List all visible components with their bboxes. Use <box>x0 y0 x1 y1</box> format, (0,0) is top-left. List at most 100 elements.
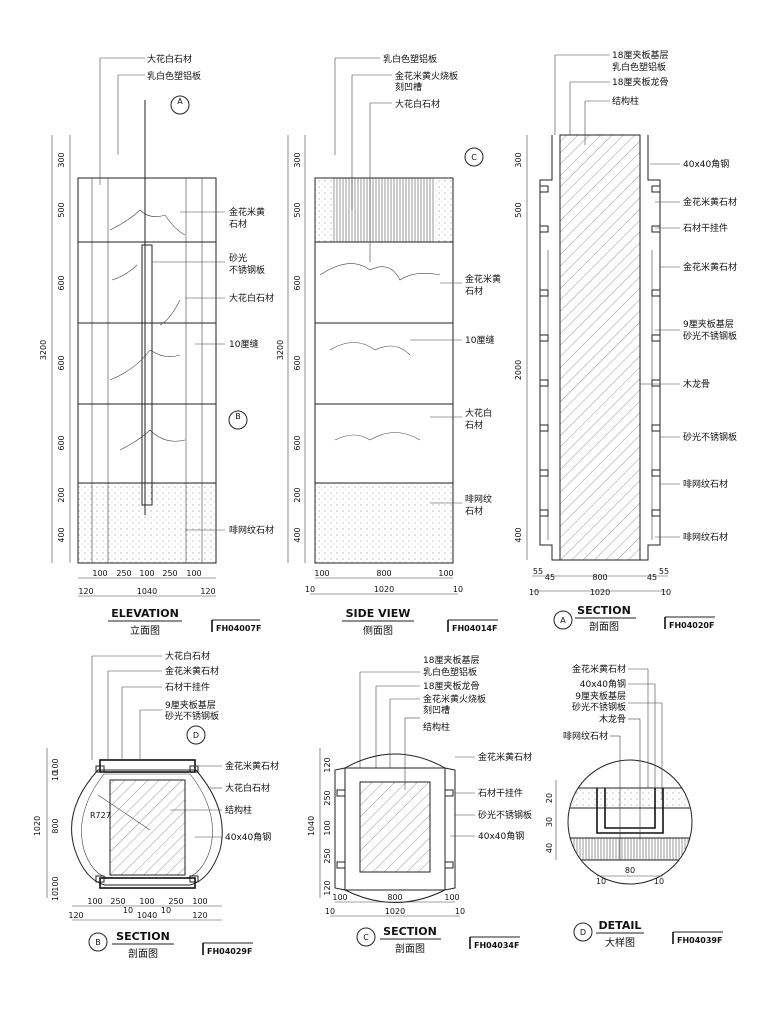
svg-text:1040: 1040 <box>137 911 157 920</box>
elev-label-2: 乳白色塑铝板 <box>147 70 201 82</box>
svg-text:55: 55 <box>659 567 669 576</box>
elev-label-6: 不锈钢板 <box>229 264 265 276</box>
secB-marker: B <box>88 932 108 952</box>
detD-title: DETAIL <box>599 919 642 932</box>
secC-label-6: 结构柱 <box>423 721 450 733</box>
side-label-6: 石材 <box>465 285 483 297</box>
secA-label-5: 40x40角钢 <box>683 158 729 170</box>
detD-hdims: 10 80 10 <box>596 866 664 886</box>
secA-label-8: 金花米黄石材 <box>683 261 737 273</box>
secB-label-9: 40x40角钢 <box>225 831 271 843</box>
svg-text:1040: 1040 <box>307 816 316 836</box>
side-label-7: 10厘缝 <box>465 334 494 346</box>
svg-text:100: 100 <box>444 893 459 902</box>
svg-text:250: 250 <box>168 897 183 906</box>
svg-text:500: 500 <box>514 202 523 217</box>
section-b: R727 D 大花白石材 金花米黄石材 石材干挂件 9厘夹板基层 砂光不锈钢板 … <box>33 650 279 960</box>
svg-text:20: 20 <box>545 793 554 803</box>
svg-text:10: 10 <box>123 906 133 915</box>
svg-text:120: 120 <box>323 757 332 772</box>
side-label-8: 大花白 <box>465 407 492 419</box>
svg-text:800: 800 <box>51 818 60 833</box>
secB-hdims: 100 250 100 250 100 120 1040 120 10 10 <box>68 897 207 920</box>
svg-text:600: 600 <box>57 355 66 370</box>
secA-title: SECTION <box>577 604 631 617</box>
svg-text:100: 100 <box>51 876 60 891</box>
svg-text:1020: 1020 <box>590 588 610 597</box>
svg-text:500: 500 <box>293 202 302 217</box>
secB-code: FH04029F <box>207 947 252 956</box>
side-vdims: 300 500 600 600 600 200 400 3200 <box>276 152 302 542</box>
elev-label-5: 砂光 <box>229 252 247 264</box>
svg-text:D: D <box>193 731 199 740</box>
detail-d: 金花米黄石材 40x40角钢 9厘夹板基层 砂光不锈钢板 木龙骨 啡网纹石材 2… <box>545 663 723 949</box>
side-label-1: 乳白色塑铝板 <box>383 53 437 65</box>
svg-text:400: 400 <box>514 527 523 542</box>
secC-marker: C <box>356 927 376 947</box>
detD-label-5: 木龙骨 <box>599 713 626 725</box>
secA-label-11: 木龙骨 <box>683 378 710 390</box>
svg-text:3200: 3200 <box>39 340 48 360</box>
svg-text:10: 10 <box>51 771 60 781</box>
side-label-11: 石材 <box>465 505 483 517</box>
svg-text:100: 100 <box>192 897 207 906</box>
svg-text:100: 100 <box>332 893 347 902</box>
detD-vdims: 20 30 40 <box>545 793 554 853</box>
svg-text:100: 100 <box>51 758 60 773</box>
detD-label-2: 40x40角钢 <box>580 678 626 690</box>
svg-text:2000: 2000 <box>514 360 523 380</box>
svg-text:1020: 1020 <box>385 907 405 916</box>
elev-code: FH04007F <box>216 624 261 633</box>
marker-a: A <box>170 95 190 115</box>
svg-text:45: 45 <box>545 573 555 582</box>
svg-text:600: 600 <box>293 275 302 290</box>
side-code: FH04014F <box>452 624 497 633</box>
elev-hdims: 100 250 100 250 100 120 1040 120 <box>78 569 215 596</box>
secC-label-5: 刻凹槽 <box>423 704 450 716</box>
secC-hdims: 100 800 100 10 1020 10 <box>325 893 465 916</box>
secA-code: FH04020F <box>669 621 714 630</box>
secB-label-7: 大花白石材 <box>225 782 270 794</box>
svg-text:10: 10 <box>661 588 671 597</box>
elev-label-9: 啡网纹石材 <box>229 524 274 536</box>
side-title: SIDE VIEW <box>346 607 411 620</box>
elev-label-8: 10厘缝 <box>229 338 258 350</box>
svg-text:400: 400 <box>57 527 66 542</box>
svg-text:300: 300 <box>293 152 302 167</box>
secB-label-1: 大花白石材 <box>165 650 210 662</box>
side-hdims: 100 800 100 10 1020 10 <box>305 569 463 594</box>
svg-text:600: 600 <box>57 275 66 290</box>
svg-text:250: 250 <box>323 790 332 805</box>
secC-label-4: 金花米黄火烧板 <box>423 693 486 705</box>
svg-text:120: 120 <box>68 911 83 920</box>
svg-text:C: C <box>363 933 369 942</box>
secB-label-3: 石材干挂件 <box>165 681 210 693</box>
svg-text:30: 30 <box>545 817 554 827</box>
secC-label-8: 石材干挂件 <box>478 787 523 799</box>
elev-title: ELEVATION <box>111 607 179 620</box>
svg-text:45: 45 <box>647 573 657 582</box>
svg-text:120: 120 <box>192 911 207 920</box>
svg-text:100: 100 <box>186 569 201 578</box>
secA-subtitle: 剖面图 <box>589 620 619 633</box>
secA-hdims: 55 45 800 45 55 10 1020 10 <box>529 567 671 597</box>
svg-text:10: 10 <box>453 585 463 594</box>
svg-text:800: 800 <box>387 893 402 902</box>
svg-text:C: C <box>471 153 477 162</box>
svg-text:10: 10 <box>596 877 606 886</box>
secA-label-14: 啡网纹石材 <box>683 531 728 543</box>
svg-text:100: 100 <box>438 569 453 578</box>
detD-label-1: 金花米黄石材 <box>572 663 626 675</box>
detD-label-3: 9厘夹板基层 <box>575 690 626 702</box>
svg-text:250: 250 <box>110 897 125 906</box>
secC-subtitle: 剖面图 <box>395 942 425 955</box>
secA-label-13: 啡网纹石材 <box>683 478 728 490</box>
secB-vdims: 100 10 800 100 10 1020 <box>33 758 60 901</box>
svg-text:10: 10 <box>325 907 335 916</box>
side-label-5: 金花米黄 <box>465 273 501 285</box>
secB-label-6: 金花米黄石材 <box>225 760 279 772</box>
detD-label-6: 啡网纹石材 <box>563 730 608 742</box>
section-a-clips <box>539 185 661 517</box>
svg-text:600: 600 <box>293 435 302 450</box>
